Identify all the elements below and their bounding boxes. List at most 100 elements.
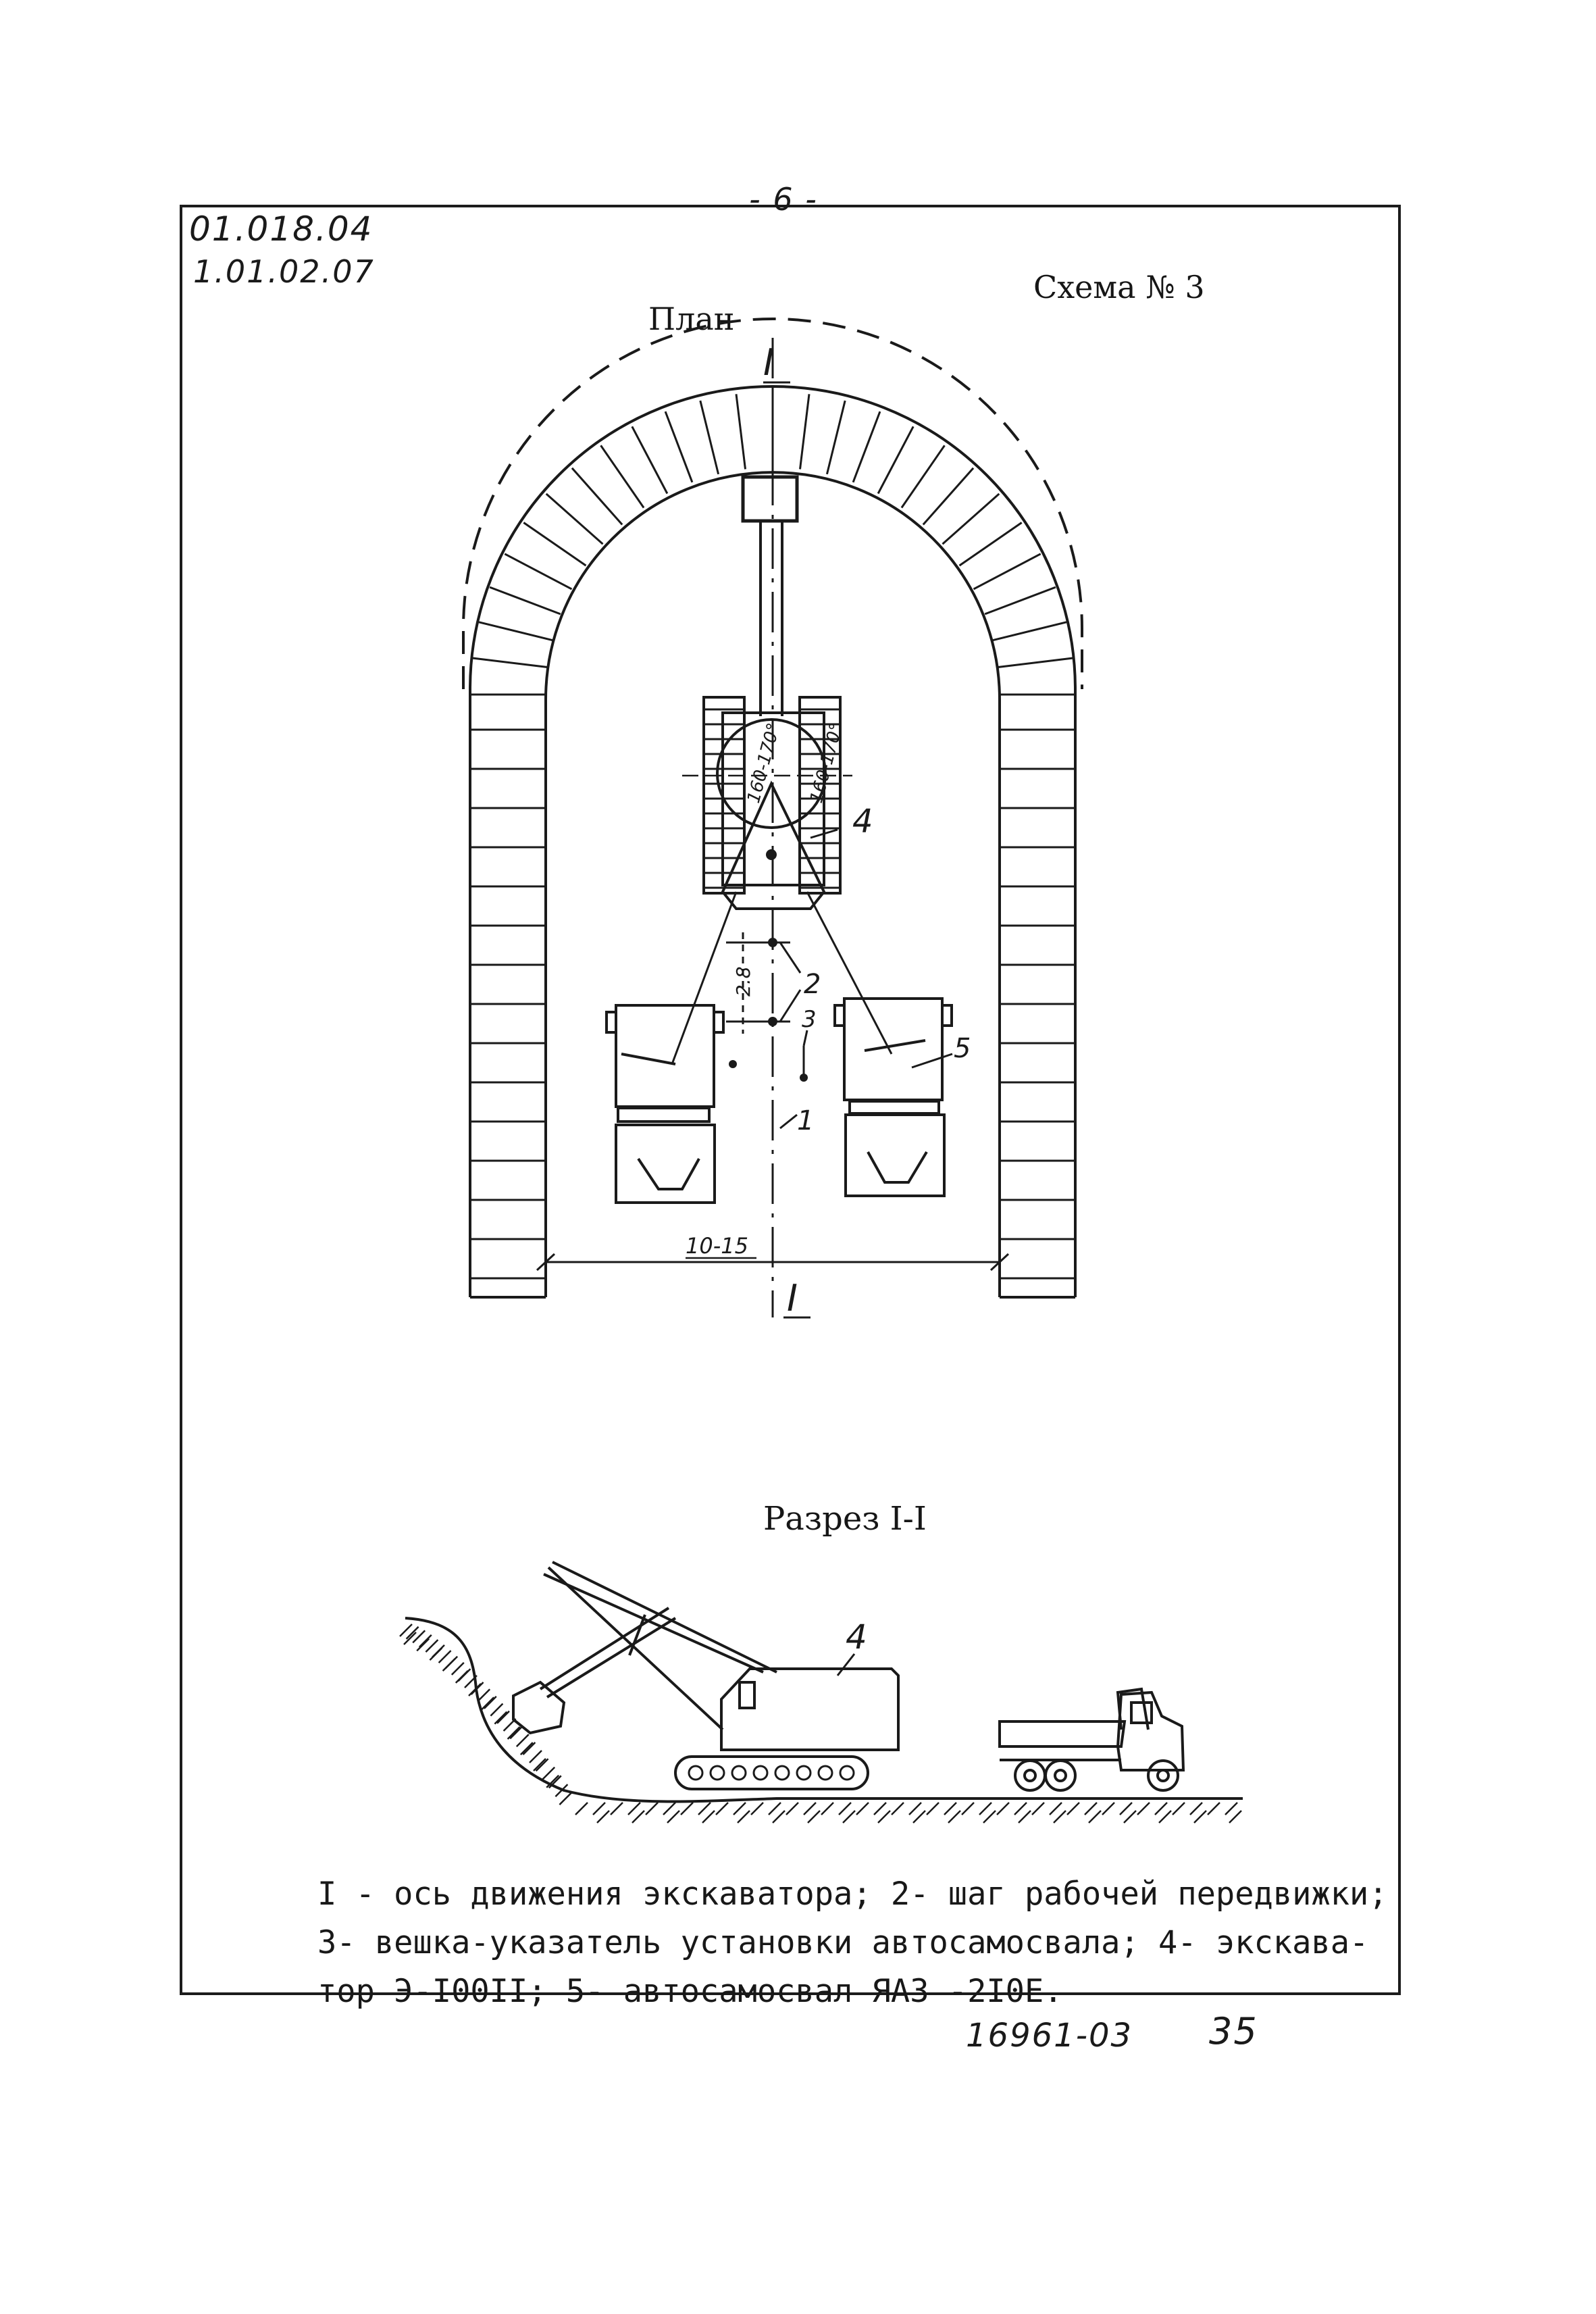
hatch-mark bbox=[542, 1766, 556, 1780]
hatch-mark bbox=[944, 1802, 957, 1815]
hatch-mark bbox=[416, 1638, 430, 1652]
hatch-mark bbox=[1154, 1802, 1168, 1815]
callout-2: 2 bbox=[804, 969, 821, 1000]
hatch-mark bbox=[438, 1650, 452, 1663]
hatch-mark bbox=[425, 1639, 439, 1653]
hatch-mark bbox=[737, 1810, 750, 1823]
hatch-mark bbox=[877, 1810, 891, 1823]
page-number: - 6 - bbox=[749, 181, 818, 218]
document-code-line2: 1.01.02.07 bbox=[193, 253, 375, 290]
hatch-mark bbox=[715, 1802, 729, 1815]
ground-hatching bbox=[399, 1624, 1242, 1823]
hatch-mark bbox=[1137, 1802, 1150, 1815]
lining-joint bbox=[852, 411, 881, 483]
hatch-mark bbox=[1053, 1810, 1066, 1823]
lining-joint bbox=[504, 553, 573, 590]
hatch-mark bbox=[470, 1682, 484, 1695]
hatch-mark bbox=[548, 1775, 562, 1789]
legend-line-1: I - ось движения экскаватора; 2- шаг раб… bbox=[317, 1876, 1388, 1913]
boom-plan bbox=[759, 521, 783, 716]
hatch-mark bbox=[596, 1810, 610, 1823]
hatch-mark bbox=[1088, 1810, 1102, 1823]
lining-joint bbox=[489, 586, 561, 615]
hatch-mark bbox=[772, 1810, 786, 1823]
hatch-mark bbox=[555, 1784, 569, 1797]
lining-joint bbox=[958, 522, 1023, 567]
hatch-mark bbox=[979, 1802, 992, 1815]
hatch-mark bbox=[1119, 1802, 1133, 1815]
footer-code: 16961-03 bbox=[966, 2017, 1133, 2055]
hatch-mark bbox=[432, 1644, 445, 1658]
hatch-mark bbox=[786, 1802, 799, 1815]
lining-joint bbox=[984, 586, 1056, 615]
hatch-mark bbox=[451, 1661, 465, 1676]
hatch-mark bbox=[522, 1742, 536, 1755]
lining-joint bbox=[735, 394, 746, 470]
hatch-mark bbox=[663, 1802, 676, 1815]
hatch-mark bbox=[768, 1802, 781, 1815]
section-mark-top: I bbox=[763, 341, 774, 384]
hatch-mark bbox=[592, 1802, 606, 1815]
step-dimension-label: 2.8 bbox=[732, 966, 754, 997]
hatch-mark bbox=[1014, 1802, 1027, 1815]
design-contour bbox=[462, 318, 1083, 689]
section-callout-4: 4 bbox=[846, 1617, 867, 1657]
hatch-mark bbox=[996, 1802, 1010, 1815]
lining-joint bbox=[631, 426, 669, 495]
section-mark-bottom: I bbox=[787, 1277, 798, 1319]
dump-truck-right-plan bbox=[833, 997, 953, 1197]
hatch-mark bbox=[1102, 1802, 1115, 1815]
hatch-mark bbox=[1049, 1802, 1062, 1815]
crawler-wheel bbox=[817, 1765, 833, 1781]
crawler-wheel bbox=[796, 1765, 812, 1781]
lining-joint bbox=[877, 426, 915, 495]
lining-joint bbox=[664, 411, 694, 483]
section-ground bbox=[405, 1617, 1243, 1803]
section-title: Разрез I-I bbox=[763, 1500, 927, 1538]
hatch-mark bbox=[457, 1668, 471, 1682]
hatch-mark bbox=[494, 1711, 508, 1725]
lining-joint bbox=[992, 621, 1067, 642]
hatch-mark bbox=[496, 1710, 510, 1724]
hatch-mark bbox=[1084, 1802, 1098, 1815]
lining-joint bbox=[998, 657, 1073, 668]
hatch-mark bbox=[842, 1810, 856, 1823]
hatch-mark bbox=[1018, 1810, 1031, 1823]
lining-joint bbox=[600, 445, 645, 509]
hatch-mark bbox=[645, 1802, 659, 1815]
hatch-mark bbox=[680, 1802, 694, 1815]
crawler-wheel bbox=[709, 1765, 725, 1781]
hatch-mark bbox=[1158, 1810, 1172, 1823]
hatch-mark bbox=[873, 1802, 887, 1815]
hatch-mark bbox=[477, 1688, 491, 1703]
hatch-mark bbox=[702, 1810, 715, 1823]
lining-joint bbox=[523, 522, 587, 567]
hatch-mark bbox=[948, 1810, 961, 1823]
hatch-mark bbox=[1229, 1810, 1242, 1823]
hatch-mark bbox=[807, 1810, 821, 1823]
crawler-wheel bbox=[774, 1765, 790, 1781]
hatch-mark bbox=[627, 1802, 641, 1815]
callout-leaders bbox=[779, 828, 953, 1130]
hatch-mark bbox=[412, 1630, 426, 1644]
lining-joint bbox=[973, 553, 1041, 590]
document-code-line1: 01.018.04 bbox=[189, 209, 374, 249]
hatch-mark bbox=[1193, 1810, 1207, 1823]
crawler-wheels bbox=[688, 1765, 855, 1781]
width-dimension-label: 10-15 bbox=[686, 1233, 748, 1259]
hatch-mark bbox=[529, 1750, 542, 1763]
track-links bbox=[704, 708, 840, 889]
lining-joint bbox=[472, 657, 548, 668]
hatch-mark bbox=[403, 1632, 417, 1645]
hatch-mark bbox=[1066, 1802, 1080, 1815]
lining-joint bbox=[545, 493, 604, 545]
loading-lines bbox=[671, 891, 893, 1065]
hatch-mark bbox=[546, 1774, 560, 1788]
lining-joint bbox=[825, 400, 846, 475]
hatch-mark bbox=[838, 1802, 852, 1815]
hatch-mark bbox=[1031, 1802, 1045, 1815]
hatch-mark bbox=[515, 1734, 530, 1747]
dump-truck-side-view bbox=[998, 1687, 1185, 1792]
hatch-mark bbox=[509, 1726, 523, 1740]
hatch-mark bbox=[926, 1802, 939, 1815]
